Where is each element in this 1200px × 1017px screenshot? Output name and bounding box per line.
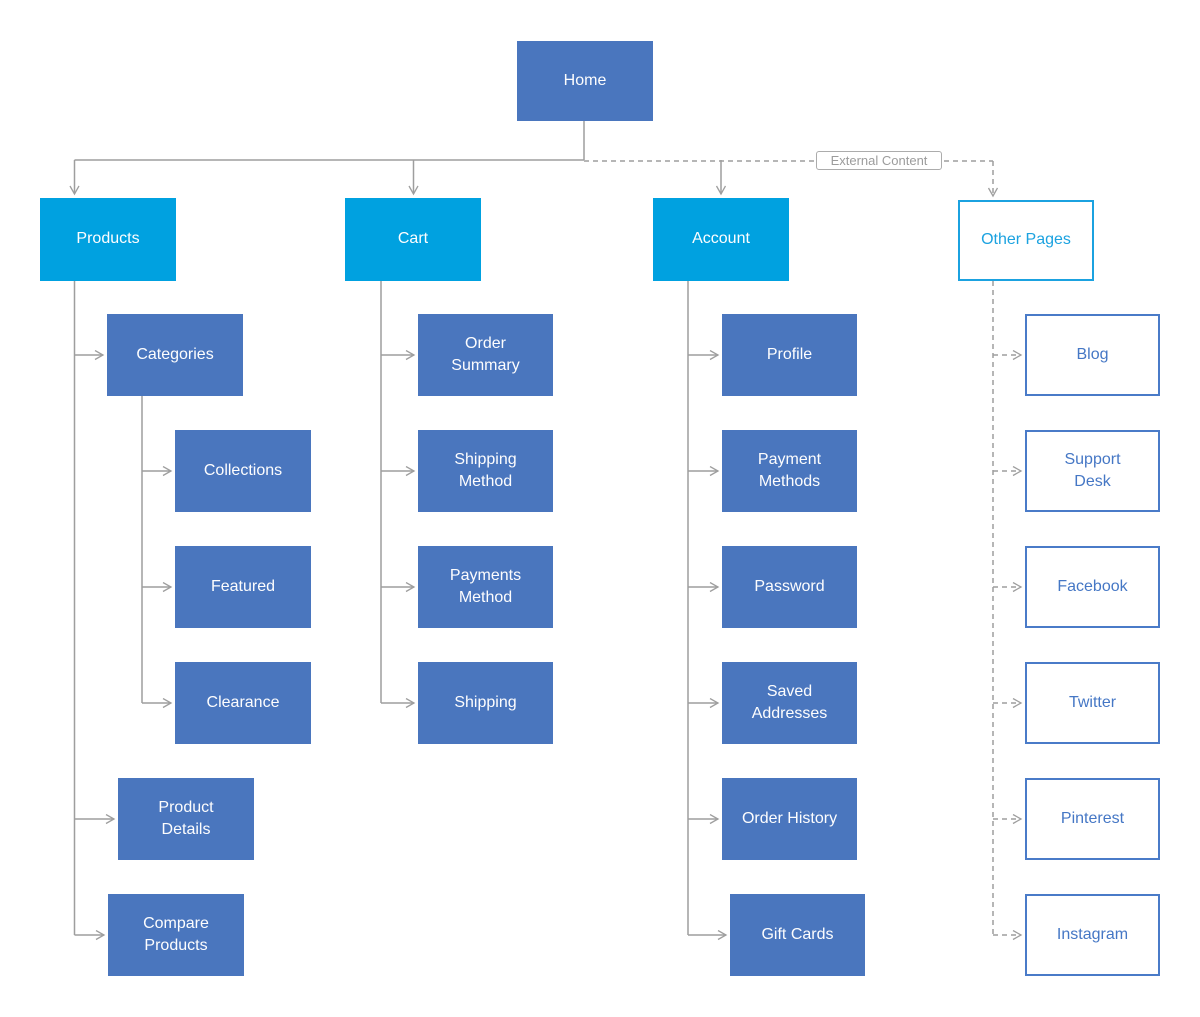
node-gift-cards[interactable]: Gift Cards: [730, 894, 865, 976]
node-payments-method[interactable]: Payments Method: [418, 546, 553, 628]
node-label: Collections: [203, 461, 283, 479]
node-blog[interactable]: Blog: [1025, 314, 1160, 396]
external-content-label: External Content: [816, 151, 942, 170]
node-order-history[interactable]: Order History: [722, 778, 857, 860]
node-label: Product Details: [158, 798, 214, 838]
external-content-text: External Content: [830, 153, 928, 168]
node-label: Shipping Method: [454, 450, 517, 490]
node-label: Order Summary: [451, 334, 520, 374]
node-cart[interactable]: Cart: [345, 198, 481, 281]
node-twitter[interactable]: Twitter: [1025, 662, 1160, 744]
node-collections[interactable]: Collections: [175, 430, 311, 512]
node-categories[interactable]: Categories: [107, 314, 243, 396]
node-label: Shipping: [454, 693, 517, 711]
node-label: Saved Addresses: [751, 682, 828, 722]
node-label: Pinterest: [1060, 809, 1125, 827]
node-facebook[interactable]: Facebook: [1025, 546, 1160, 628]
node-compare-products[interactable]: Compare Products: [108, 894, 244, 976]
node-label: Products: [76, 230, 140, 248]
node-home[interactable]: Home: [517, 41, 653, 121]
node-shipping[interactable]: Shipping: [418, 662, 553, 744]
node-label: Profile: [766, 345, 813, 363]
node-featured[interactable]: Featured: [175, 546, 311, 628]
node-support-desk[interactable]: Support Desk: [1025, 430, 1160, 512]
node-saved-addresses[interactable]: Saved Addresses: [722, 662, 857, 744]
node-clearance[interactable]: Clearance: [175, 662, 311, 744]
node-label: Compare Products: [143, 914, 209, 954]
node-shipping-method[interactable]: Shipping Method: [418, 430, 553, 512]
node-account[interactable]: Account: [653, 198, 789, 281]
node-label: Password: [754, 577, 825, 595]
node-instagram[interactable]: Instagram: [1025, 894, 1160, 976]
node-profile[interactable]: Profile: [722, 314, 857, 396]
node-other-pages[interactable]: Other Pages: [958, 200, 1094, 281]
node-payment-methods[interactable]: Payment Methods: [722, 430, 857, 512]
node-label: Support Desk: [1064, 450, 1121, 490]
node-label: Other Pages: [981, 231, 1071, 249]
node-order-summary[interactable]: Order Summary: [418, 314, 553, 396]
node-label: Gift Cards: [761, 925, 834, 943]
node-label: Featured: [210, 577, 276, 595]
node-label: Account: [692, 230, 750, 248]
node-label: Home: [563, 71, 607, 89]
node-product-details[interactable]: Product Details: [118, 778, 254, 860]
node-label: Clearance: [206, 693, 280, 711]
node-label: Instagram: [1056, 925, 1129, 943]
node-label: Categories: [136, 345, 214, 363]
node-label: Facebook: [1057, 577, 1128, 595]
node-pinterest[interactable]: Pinterest: [1025, 778, 1160, 860]
node-label: Payment Methods: [757, 450, 822, 490]
node-label: Order History: [741, 809, 838, 827]
node-label: Cart: [397, 230, 429, 248]
node-label: Blog: [1076, 345, 1109, 363]
node-label: Payments Method: [449, 566, 522, 606]
node-password[interactable]: Password: [722, 546, 857, 628]
node-label: Twitter: [1068, 693, 1117, 711]
node-products[interactable]: Products: [40, 198, 176, 281]
